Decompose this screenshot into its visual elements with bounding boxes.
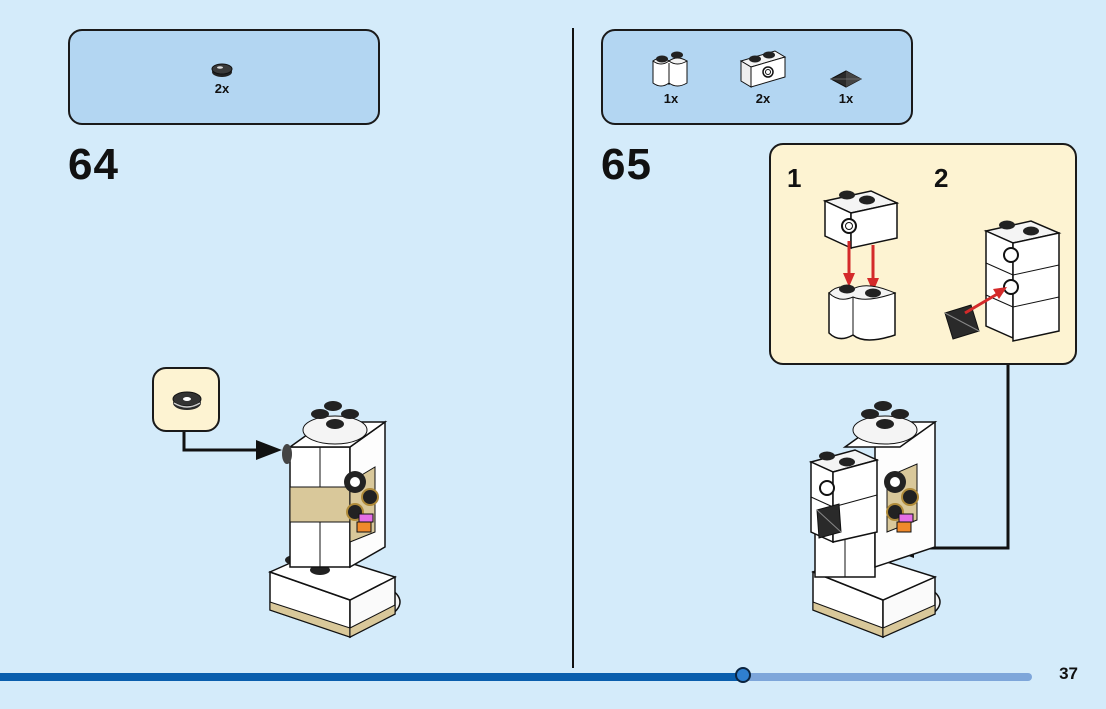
step-divider	[572, 28, 574, 668]
connector-arrow-step-64	[182, 432, 282, 460]
part-quantity: 1x	[838, 91, 854, 106]
part-quantity: 2x	[214, 81, 230, 96]
round-brick-icon	[652, 51, 688, 87]
part-round-tile: 2x	[210, 61, 234, 96]
parts-list-step-64: 2x	[68, 29, 380, 125]
substep-number-1: 1	[787, 163, 802, 193]
technic-brick-icon	[739, 50, 787, 88]
callout-step-64-part	[152, 367, 220, 432]
sub-assembly-callout: 1 2	[769, 143, 1077, 365]
step-number-64: 64	[68, 140, 119, 189]
round-tile-icon	[211, 63, 233, 77]
model-illustration-step-64	[267, 401, 401, 639]
substep-1-illustration	[822, 190, 900, 341]
substep-number-2: 2	[934, 163, 949, 193]
round-tile-icon	[172, 391, 202, 410]
page-progress-knob[interactable]	[735, 667, 752, 683]
step-number-65: 65	[601, 140, 652, 189]
pyramid-tile-icon	[829, 70, 863, 88]
model-illustration-step-65	[808, 401, 941, 639]
page-number: 37	[1059, 664, 1078, 683]
part-pyramid-tile: 1x	[829, 69, 863, 106]
parts-list-step-65: 1x 2x 1x	[601, 29, 913, 125]
part-quantity: 2x	[755, 91, 771, 106]
part-round-brick: 1x	[647, 49, 695, 106]
part-technic-brick: 2x	[737, 47, 789, 106]
page-progress-fill	[0, 673, 744, 681]
substep-2-illustration	[944, 220, 1062, 342]
part-quantity: 1x	[663, 91, 679, 106]
page-progress-bar[interactable]	[0, 667, 1032, 683]
